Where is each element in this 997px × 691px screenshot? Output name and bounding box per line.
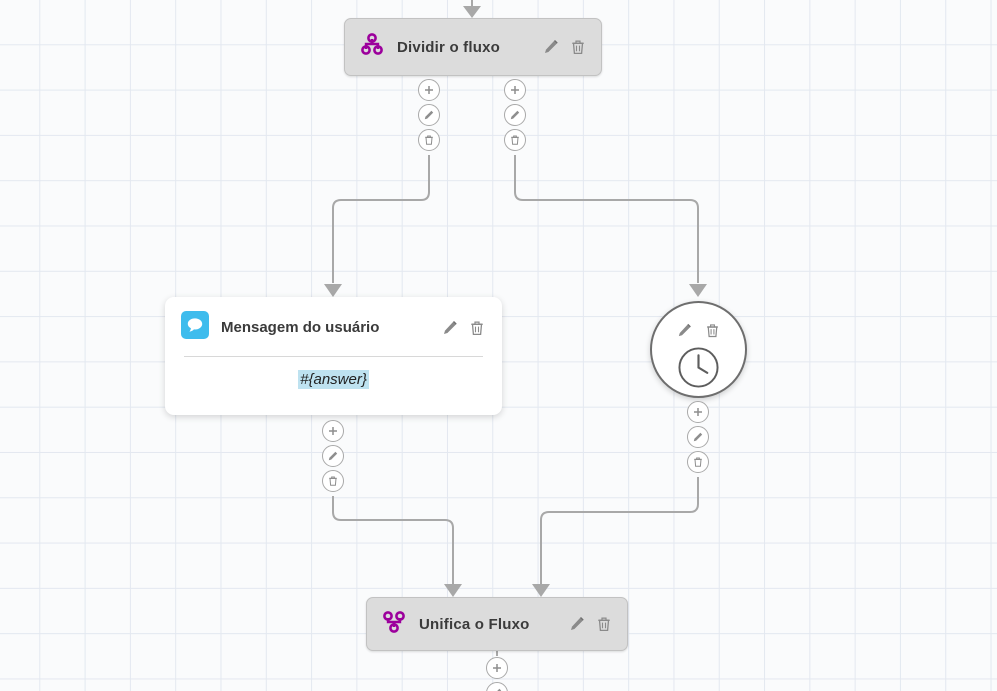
arrowhead-entry bbox=[463, 6, 481, 18]
card-divider bbox=[184, 356, 483, 357]
delete-connection-button[interactable] bbox=[418, 129, 440, 151]
edit-connection-button[interactable] bbox=[687, 426, 709, 448]
edit-icon[interactable] bbox=[441, 319, 459, 337]
clock-icon bbox=[677, 346, 720, 394]
add-step-button[interactable] bbox=[486, 657, 508, 679]
node-user-message[interactable]: Mensagem do usuário bbox=[165, 297, 502, 415]
delete-icon[interactable] bbox=[704, 322, 722, 340]
node-delay[interactable] bbox=[650, 301, 747, 398]
edit-connection-button[interactable] bbox=[418, 104, 440, 126]
delete-icon[interactable] bbox=[595, 615, 613, 633]
arrowhead-merge-right bbox=[532, 584, 550, 597]
delete-connection-button[interactable] bbox=[322, 470, 344, 492]
edit-icon[interactable] bbox=[568, 615, 586, 633]
node-user-message-header: Mensagem do usuário bbox=[165, 297, 502, 344]
connector-stack-delay-out[interactable] bbox=[687, 401, 709, 473]
node-user-message-tools bbox=[423, 319, 486, 337]
edit-icon[interactable] bbox=[542, 38, 560, 56]
node-user-message-title: Mensagem do usuário bbox=[221, 319, 380, 336]
add-step-button[interactable] bbox=[418, 79, 440, 101]
node-merge-flow-title: Unifica o Fluxo bbox=[419, 615, 530, 633]
chat-bubble-icon bbox=[181, 311, 209, 344]
edge-split-to-message bbox=[332, 155, 430, 283]
delete-icon[interactable] bbox=[468, 319, 486, 337]
delete-icon[interactable] bbox=[569, 38, 587, 56]
arrowhead-delay bbox=[689, 284, 707, 297]
merge-flow-icon bbox=[381, 609, 407, 640]
edge-message-to-merge bbox=[332, 496, 454, 584]
node-merge-flow[interactable]: Unifica o Fluxo bbox=[366, 597, 628, 651]
connector-stack-merge-out[interactable] bbox=[486, 657, 508, 691]
add-step-button[interactable] bbox=[687, 401, 709, 423]
node-split-flow-tools bbox=[524, 38, 587, 56]
delete-connection-button[interactable] bbox=[687, 451, 709, 473]
node-split-flow[interactable]: Dividir o fluxo bbox=[344, 18, 602, 76]
edit-connection-button[interactable] bbox=[486, 682, 508, 691]
edit-connection-button[interactable] bbox=[322, 445, 344, 467]
edge-split-to-delay bbox=[514, 155, 699, 283]
add-step-button[interactable] bbox=[322, 420, 344, 442]
delete-connection-button[interactable] bbox=[504, 129, 526, 151]
arrowhead-message bbox=[324, 284, 342, 297]
node-user-message-body: #{answer} bbox=[165, 357, 502, 405]
node-split-flow-title: Dividir o fluxo bbox=[397, 38, 501, 56]
connector-stack-message-out[interactable] bbox=[322, 420, 344, 492]
arrowhead-merge-left bbox=[444, 584, 462, 597]
edit-icon[interactable] bbox=[676, 322, 694, 340]
variable-token[interactable]: #{answer} bbox=[298, 370, 369, 389]
edit-connection-button[interactable] bbox=[504, 104, 526, 126]
connector-stack-split-right[interactable] bbox=[504, 79, 526, 151]
node-merge-flow-tools bbox=[550, 615, 613, 633]
connector-stack-split-left[interactable] bbox=[418, 79, 440, 151]
split-flow-icon bbox=[359, 32, 385, 63]
add-step-button[interactable] bbox=[504, 79, 526, 101]
edge-delay-to-merge bbox=[540, 477, 699, 584]
node-delay-tools bbox=[676, 322, 722, 340]
